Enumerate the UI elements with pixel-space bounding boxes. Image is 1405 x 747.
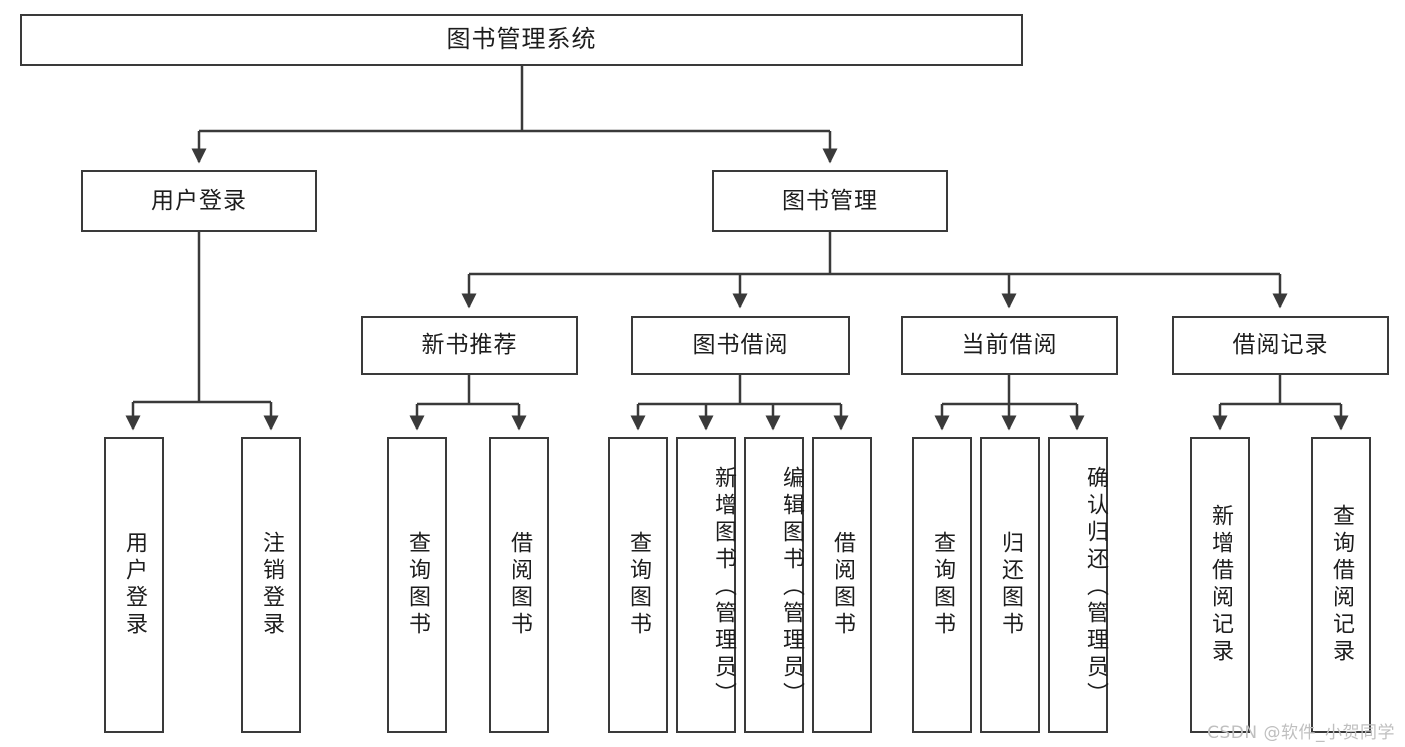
node-leaf-return-book[interactable]: 归还图书 — [980, 437, 1040, 733]
node-leaf-add-book-admin-label: 新增图书（管理员） — [711, 465, 736, 709]
node-leaf-borrow-book-2-label: 借阅图书 — [830, 531, 855, 639]
node-leaf-query-book-2[interactable]: 查询图书 — [608, 437, 668, 733]
node-book-borrow[interactable]: 图书借阅 — [631, 316, 850, 375]
node-borrow-record[interactable]: 借阅记录 — [1172, 316, 1389, 375]
node-current-borrow[interactable]: 当前借阅 — [901, 316, 1118, 375]
node-leaf-logout-login[interactable]: 注销登录 — [241, 437, 301, 733]
node-leaf-edit-book-admin[interactable]: 编辑图书（管理员） — [744, 437, 804, 733]
node-leaf-query-borrow-record[interactable]: 查询借阅记录 — [1311, 437, 1371, 733]
node-new-book-recommend[interactable]: 新书推荐 — [361, 316, 578, 375]
node-leaf-add-borrow-record-label: 新增借阅记录 — [1208, 504, 1233, 666]
node-leaf-user-login[interactable]: 用户登录 — [104, 437, 164, 733]
node-borrow-record-label: 借阅记录 — [1232, 332, 1329, 359]
node-leaf-add-book-admin[interactable]: 新增图书（管理员） — [676, 437, 736, 733]
node-current-borrow-label: 当前借阅 — [961, 332, 1058, 359]
node-book-management[interactable]: 图书管理 — [712, 170, 948, 232]
node-leaf-query-borrow-record-label: 查询借阅记录 — [1329, 504, 1354, 666]
node-leaf-query-book-1[interactable]: 查询图书 — [387, 437, 447, 733]
node-book-borrow-label: 图书借阅 — [692, 332, 789, 359]
node-leaf-query-book-2-label: 查询图书 — [626, 531, 651, 639]
node-leaf-query-book-3[interactable]: 查询图书 — [912, 437, 972, 733]
node-root-title[interactable]: 图书管理系统 — [20, 14, 1023, 66]
node-root-title-label: 图书管理系统 — [446, 25, 597, 54]
node-leaf-logout-login-label: 注销登录 — [259, 531, 284, 639]
node-user-login-label: 用户登录 — [151, 187, 247, 214]
node-leaf-return-book-label: 归还图书 — [998, 531, 1023, 639]
csdn-watermark: CSDN @软件_小贺同学 — [1207, 723, 1395, 743]
node-leaf-query-book-1-label: 查询图书 — [405, 531, 430, 639]
node-leaf-confirm-return-admin-label: 确认归还（管理员） — [1083, 465, 1108, 709]
node-leaf-user-login-label: 用户登录 — [122, 531, 147, 639]
node-leaf-borrow-book-2[interactable]: 借阅图书 — [812, 437, 872, 733]
node-user-login[interactable]: 用户登录 — [81, 170, 317, 232]
node-new-book-recommend-label: 新书推荐 — [421, 332, 518, 359]
node-leaf-query-book-3-label: 查询图书 — [930, 531, 955, 639]
node-leaf-add-borrow-record[interactable]: 新增借阅记录 — [1190, 437, 1250, 733]
node-leaf-edit-book-admin-label: 编辑图书（管理员） — [779, 465, 804, 709]
node-leaf-confirm-return-admin[interactable]: 确认归还（管理员） — [1048, 437, 1108, 733]
node-book-management-label: 图书管理 — [782, 187, 878, 214]
node-leaf-borrow-book-1-label: 借阅图书 — [507, 531, 532, 639]
node-leaf-borrow-book-1[interactable]: 借阅图书 — [489, 437, 549, 733]
